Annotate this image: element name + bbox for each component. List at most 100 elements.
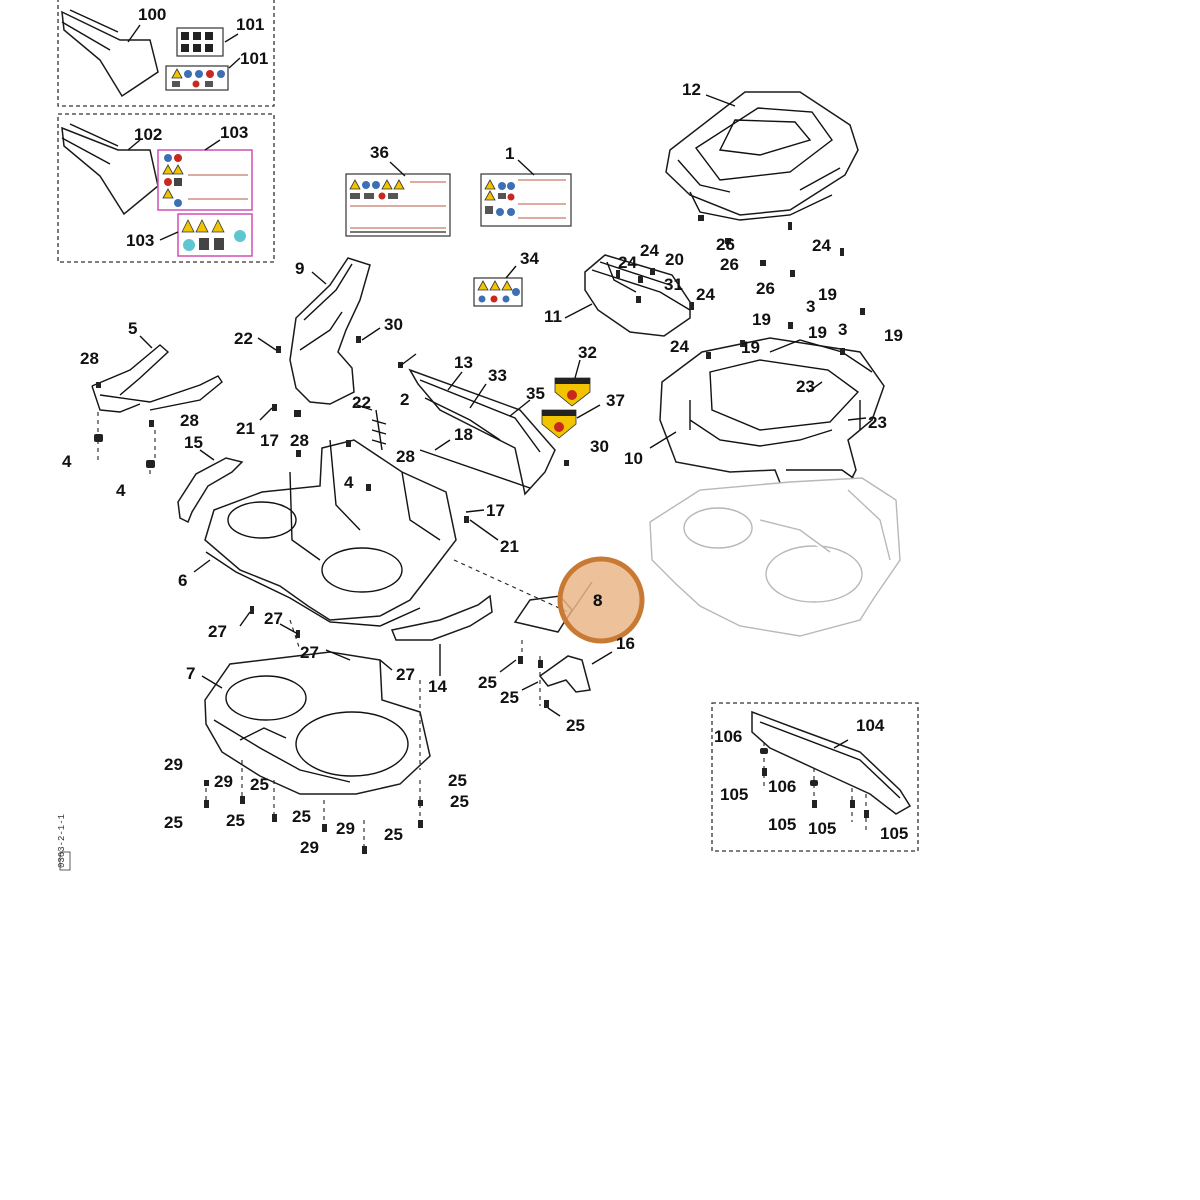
callout-15: 15 [184,433,203,452]
callout-19: 19 [884,326,903,345]
callout-104: 104 [856,716,885,735]
callout-29: 29 [300,838,319,857]
bracket-9 [289,257,371,405]
callout-19: 19 [752,310,771,329]
callout-24: 24 [696,285,715,304]
callout-25: 25 [478,673,497,692]
callout-22: 22 [234,329,253,348]
callout-105: 105 [808,819,836,838]
callout-102: 102 [134,125,162,144]
callout-9: 9 [295,259,304,278]
linkage-5 [91,344,223,440]
callout-25: 25 [250,775,269,794]
callout-5: 5 [128,319,137,338]
callout-19: 19 [818,285,837,304]
callout-3: 3 [838,320,847,339]
callout-12: 12 [682,80,701,99]
callout-103: 103 [220,123,248,142]
document-id: 0363-2-1-1 [57,814,67,868]
callout-23: 23 [796,377,815,396]
callout-25: 25 [164,813,183,832]
callout-6: 6 [178,571,187,590]
callout-105: 105 [768,815,796,834]
callout-3: 3 [806,297,815,316]
callout-20: 20 [665,250,684,269]
decal-32 [554,377,591,407]
callout-10: 10 [624,449,643,468]
callout-28: 28 [396,447,415,466]
callout-105: 105 [880,824,908,843]
callout-11: 11 [544,307,562,326]
callout-26: 26 [756,279,775,298]
housing-7 [204,651,431,795]
hood-screws [698,215,844,266]
callout-25: 25 [448,771,467,790]
callout-18: 18 [454,425,473,444]
decal-103a [157,149,253,211]
callout-32: 32 [578,343,597,362]
callout-25: 25 [292,807,311,826]
fastener-lines [97,430,569,852]
guard-14 [390,594,493,641]
callout-25: 25 [384,825,403,844]
callout-24: 24 [812,236,831,255]
inset-102-103 [57,113,275,263]
decal-34 [473,277,523,307]
callout-19: 19 [808,323,827,342]
decal-36 [345,173,451,237]
callout-25: 25 [566,716,585,735]
callout-34: 34 [520,249,539,268]
callout-30: 30 [384,315,403,334]
callout-36: 36 [370,143,389,162]
callout-28: 28 [180,411,199,430]
frame-10 [659,337,885,499]
callout-17: 17 [260,431,279,450]
callout-22: 22 [352,393,371,412]
callout-2: 2 [400,390,409,409]
hood-12 [665,91,859,221]
callout-25: 25 [226,811,245,830]
bracket-16 [513,595,591,693]
callout-21: 21 [236,419,255,438]
guard-15 [177,457,244,524]
inset-104-106 [711,702,919,852]
decal-37 [541,409,577,439]
callout-21: 21 [500,537,519,556]
callout-106: 106 [714,727,742,746]
callout-8: 8 [593,591,602,610]
deck-6 [204,439,457,627]
leader-lines [239,327,593,717]
decal-101a [176,27,224,57]
frame-screws [706,270,865,359]
callout-33: 33 [488,366,507,385]
highlight-label: 8 [593,591,602,610]
callout-19: 19 [741,338,760,357]
callout-7: 7 [186,664,195,683]
callout-101: 101 [236,15,264,34]
callout-23: 23 [868,413,887,432]
callout-4: 4 [62,452,72,471]
callout-24: 24 [670,337,689,356]
callout-29: 29 [164,755,183,774]
callout-28: 28 [290,431,309,450]
callout-25: 25 [450,792,469,811]
callout-27: 27 [208,622,227,641]
callout-27: 27 [264,609,283,628]
callout-27: 27 [300,643,319,662]
callout-105: 105 [720,785,748,804]
deck-ghost [649,477,901,637]
callout-17: 17 [486,501,505,520]
callout-1: 1 [505,144,514,163]
callout-16: 16 [616,634,635,653]
callout-30: 30 [590,437,609,456]
callout-35: 35 [526,384,545,403]
decal-103b [177,213,253,257]
callout-24: 24 [618,253,637,272]
inset-100-101 [57,0,275,107]
callout-4: 4 [116,481,126,500]
callout-101: 101 [240,49,268,68]
callout-31: 31 [664,275,683,294]
callout-100: 100 [138,5,166,24]
decal-1 [480,173,572,227]
